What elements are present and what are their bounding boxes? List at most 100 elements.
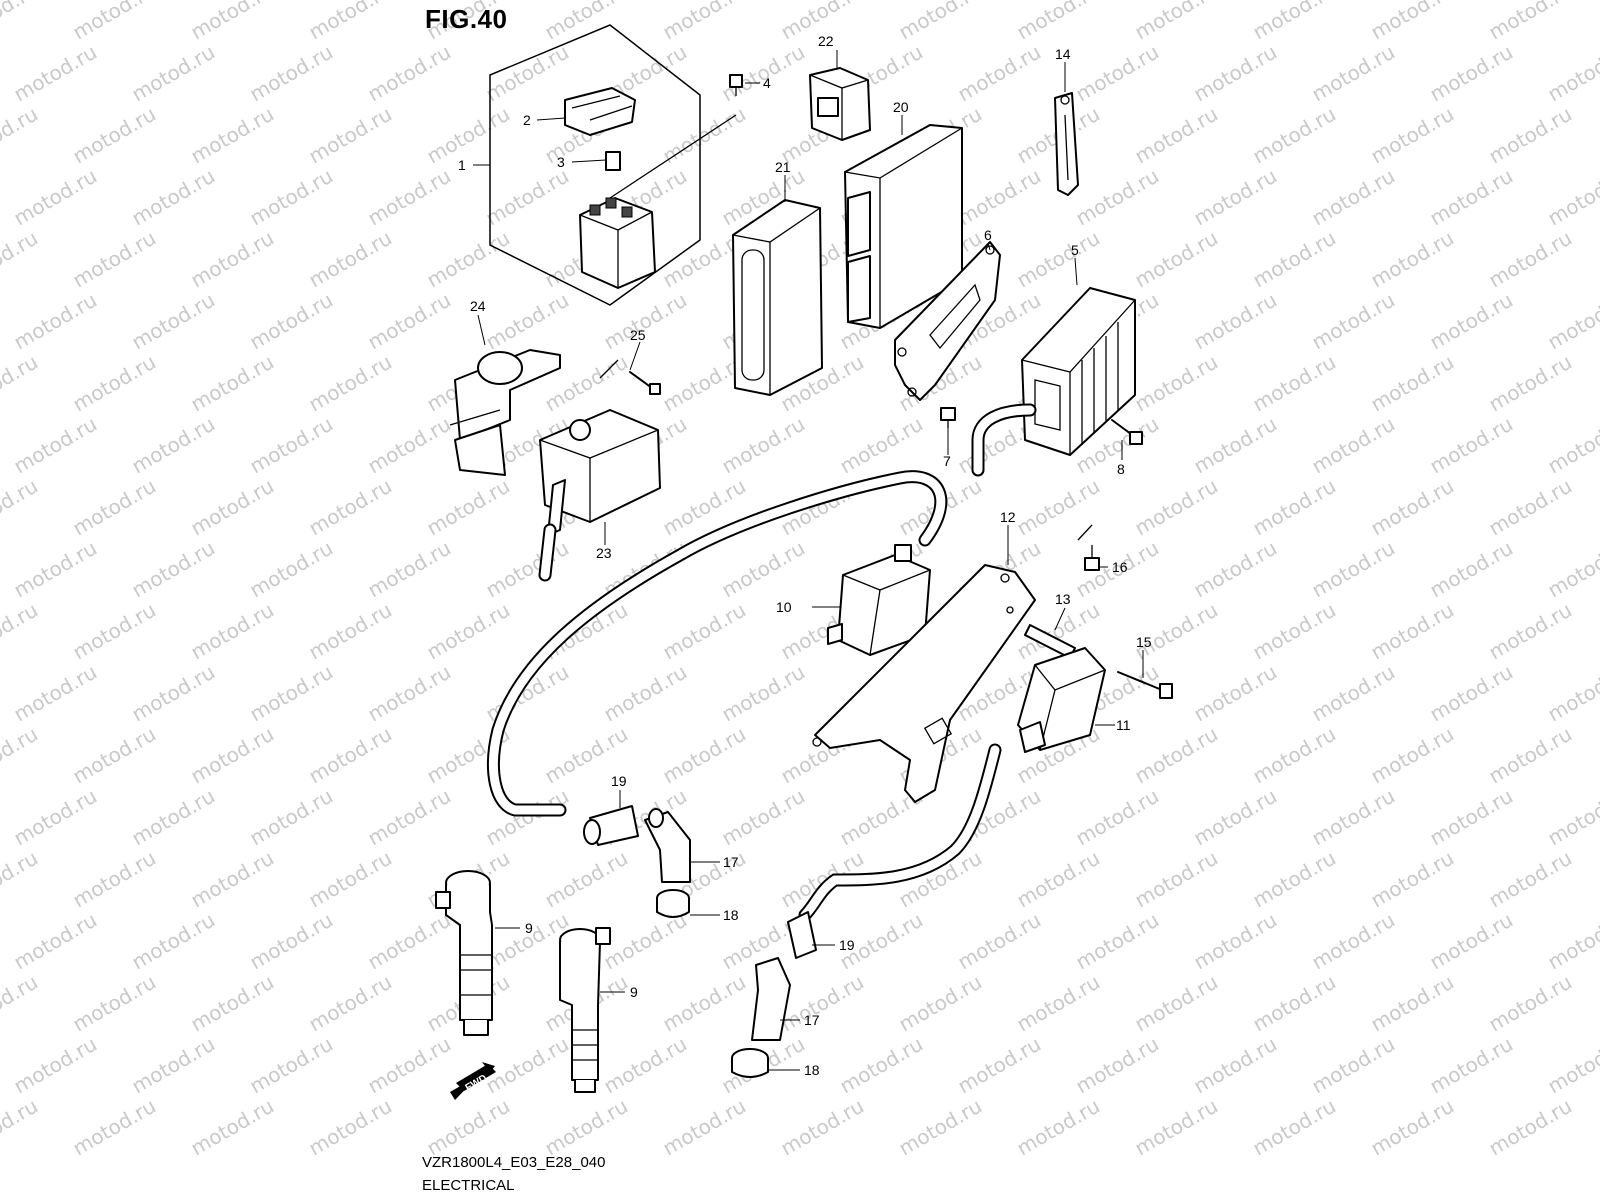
boot-left <box>644 808 691 883</box>
watermark-text: motod.ru <box>895 970 986 1037</box>
watermark-text: motod.ru <box>187 598 278 665</box>
watermark-text: motod.ru <box>423 1094 514 1161</box>
bracket-mount-bolt <box>1077 524 1100 571</box>
watermark-text: motod.ru <box>895 1094 986 1161</box>
regulator-bracket <box>894 241 1001 401</box>
callout-3: 3 <box>557 154 565 170</box>
watermark-text: motod.ru <box>895 0 986 44</box>
watermark-text: motod.ru <box>1131 722 1222 789</box>
watermark-text: motod.ru <box>305 474 396 541</box>
callout-19-right: 19 <box>839 937 855 953</box>
watermark-text: motod.ru <box>364 164 455 231</box>
watermark-text: motod.ru <box>1190 164 1281 231</box>
watermark-text: motod.ru <box>10 1032 101 1099</box>
watermark-text: motod.ru <box>364 784 455 851</box>
watermark-text: motod.ru <box>128 908 219 975</box>
watermark-text: motod.ru <box>128 1032 219 1099</box>
watermark-text: motod.ru <box>1249 474 1340 541</box>
watermark-text: motod.ru <box>128 412 219 479</box>
watermark-text: motod.ru <box>1190 40 1281 107</box>
stick-coil-left <box>435 870 493 1036</box>
watermark-text: motod.ru <box>187 970 278 1037</box>
watermark-text: motod.ru <box>423 226 514 293</box>
watermark-text: motod.ru <box>1308 288 1399 355</box>
watermark-text: motod.ru <box>69 1094 160 1161</box>
callout-2: 2 <box>523 112 531 128</box>
callout-7: 7 <box>943 453 951 469</box>
watermark-text: motod.ru <box>69 846 160 913</box>
watermark-text: motod.ru <box>600 660 691 727</box>
callout-22: 22 <box>818 33 834 49</box>
watermark-text: motod.ru <box>10 164 101 231</box>
watermark-text: motod.ru <box>954 40 1045 107</box>
watermark-text: motod.ru <box>305 102 396 169</box>
watermark-text: motod.ru <box>600 288 691 355</box>
watermark-text: motod.ru <box>1249 970 1340 1037</box>
callout-12: 12 <box>1000 509 1016 525</box>
callout-14: 14 <box>1055 46 1071 62</box>
watermark-text: motod.ru <box>364 288 455 355</box>
watermark-text: motod.ru <box>364 40 455 107</box>
seal-left <box>656 889 690 918</box>
watermark-text: motod.ru <box>1544 1032 1600 1099</box>
watermark-text: motod.ru <box>0 0 42 44</box>
watermark-text: motod.ru <box>1485 970 1576 1037</box>
watermark-text: motod.ru <box>69 226 160 293</box>
watermark-text: motod.ru <box>69 474 160 541</box>
watermark-text: motod.ru <box>1426 660 1517 727</box>
fwd-label: FWD <box>464 1073 489 1094</box>
watermark-text: motod.ru <box>954 1032 1045 1099</box>
watermark-text: motod.ru <box>305 722 396 789</box>
watermark-text: motod.ru <box>128 164 219 231</box>
regulator-rectifier <box>1021 287 1136 456</box>
watermark-text: motod.ru <box>1544 536 1600 603</box>
fuse <box>605 151 621 171</box>
watermark-text: motod.ru <box>364 1032 455 1099</box>
watermark-text: motod.ru <box>1131 598 1222 665</box>
callout-17-left: 17 <box>723 854 739 870</box>
watermark-text: motod.ru <box>187 474 278 541</box>
watermark-text: motod.ru <box>305 226 396 293</box>
watermark-text: motod.ru <box>187 0 278 44</box>
watermark-text: motod.ru <box>0 722 42 789</box>
watermark-text: motod.ru <box>1367 226 1458 293</box>
seal-right <box>731 1048 769 1078</box>
ecm-unit <box>844 124 963 329</box>
ignition-coil-front <box>827 544 931 656</box>
callout-18-right: 18 <box>804 1062 820 1078</box>
watermark-text: motod.ru <box>0 970 42 1037</box>
ecm-connector <box>809 67 871 141</box>
watermark-text: motod.ru <box>1131 350 1222 417</box>
callout-19-left: 19 <box>611 773 627 789</box>
watermark-text: motod.ru <box>1131 102 1222 169</box>
watermark-text: motod.ru <box>1485 0 1576 44</box>
leader-lines <box>473 50 1144 1071</box>
watermark-text: motod.ru <box>777 1094 868 1161</box>
coil-bolt <box>1117 671 1173 699</box>
watermark-text: motod.ru <box>364 660 455 727</box>
watermark-text: motod.ru <box>1544 40 1600 107</box>
watermark-text: motod.ru <box>69 970 160 1037</box>
watermark-text: motod.ru <box>1367 102 1458 169</box>
watermark-text: motod.ru <box>836 412 927 479</box>
model-code: VZR1800L4_E03_E28_040 <box>422 1154 606 1171</box>
bracket-bolt <box>940 407 956 428</box>
watermark-text: motod.ru <box>187 722 278 789</box>
watermark-text: motod.ru <box>1131 970 1222 1037</box>
callout-6: 6 <box>984 227 992 243</box>
callout-13: 13 <box>1055 591 1071 607</box>
watermark-text: motod.ru <box>69 102 160 169</box>
callout-21: 21 <box>775 159 791 175</box>
watermark-text: motod.ru <box>10 784 101 851</box>
watermark-text: motod.ru <box>954 908 1045 975</box>
watermark-text: motod.ru <box>1426 1032 1517 1099</box>
callout-20: 20 <box>893 99 909 115</box>
watermark-text: motod.ru <box>1190 784 1281 851</box>
watermark-text: motod.ru <box>1013 474 1104 541</box>
callout-labels: 1 2 3 4 22 20 21 14 6 5 24 25 7 8 23 12 … <box>458 33 1152 1078</box>
section-caption: ELECTRICAL <box>422 1177 515 1194</box>
watermark-text: motod.ru <box>718 40 809 107</box>
watermark-text: motod.ru <box>1131 226 1222 293</box>
watermark-text: motod.ru <box>423 598 514 665</box>
watermark-text: motod.ru <box>1426 784 1517 851</box>
